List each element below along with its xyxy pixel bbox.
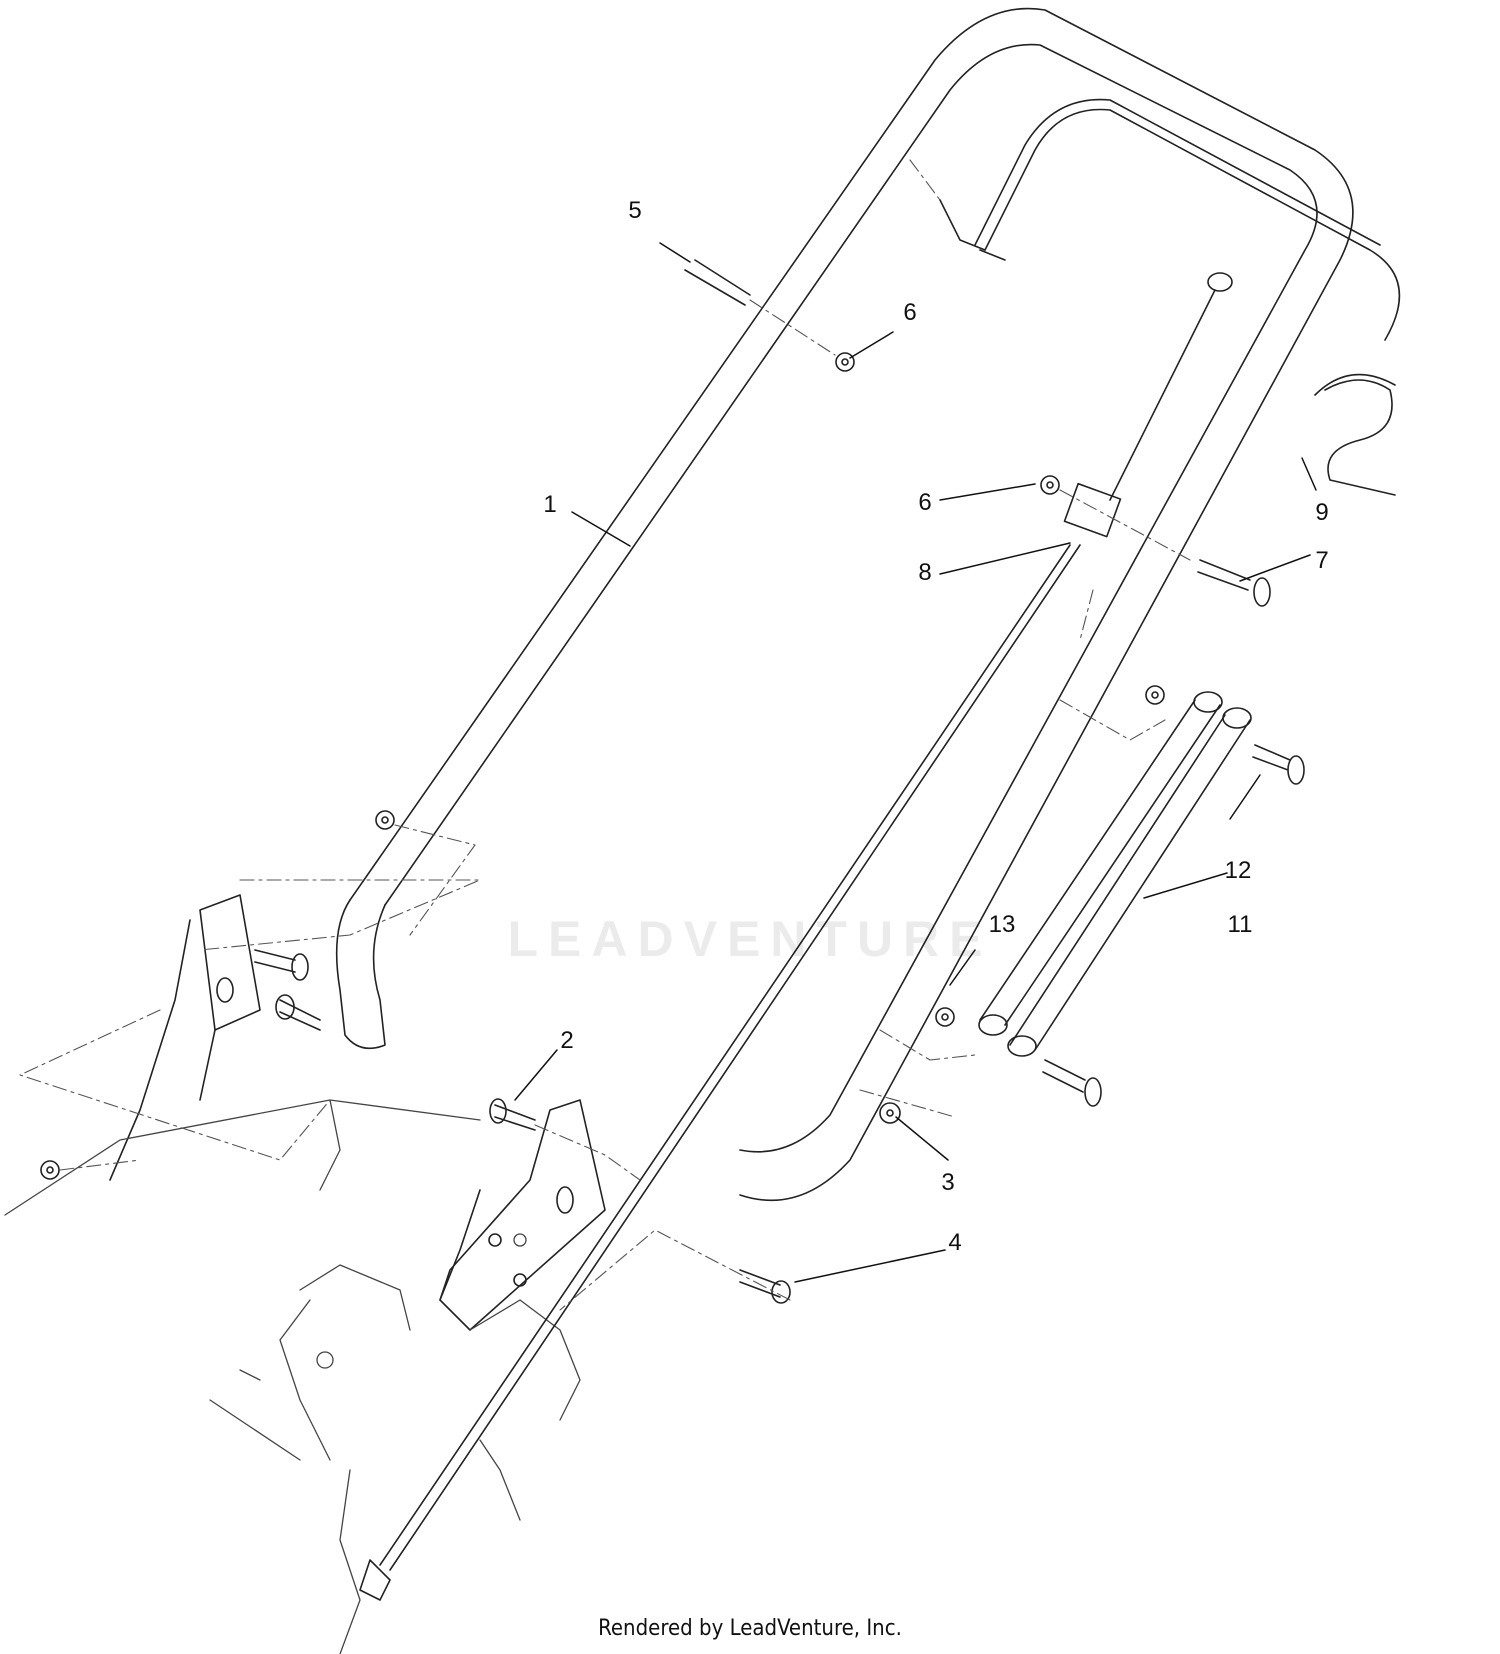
callout-2: 2	[560, 1027, 573, 1054]
nuts	[40, 352, 1165, 1180]
callout-numbers: 1 2 3 4 5 6 6 7 8 9 11 12 13	[543, 197, 1328, 1256]
assembly-lines	[19, 159, 1191, 1311]
leader-lines	[514, 242, 1317, 1283]
upper-handle	[335, 7, 1354, 1202]
callout-7: 7	[1315, 547, 1328, 574]
callout-8: 8	[918, 559, 931, 586]
control-cable	[359, 272, 1233, 1601]
bolts	[254, 259, 1305, 1304]
callout-12: 12	[1225, 857, 1252, 884]
support-links	[978, 691, 1252, 1057]
callout-3: 3	[941, 1169, 954, 1196]
callout-1: 1	[543, 491, 556, 518]
render-credit: Rendered by LeadVenture, Inc.	[598, 1616, 902, 1641]
watermark: LEADVENTURE	[507, 911, 993, 967]
callout-9: 9	[1315, 499, 1328, 526]
callout-4: 4	[948, 1229, 961, 1256]
callout-5: 5	[628, 197, 641, 224]
callout-13: 13	[989, 911, 1016, 938]
callout-6-middle: 6	[918, 489, 931, 516]
right-mount-plate	[439, 1099, 606, 1331]
lower-left-mount	[109, 894, 261, 1181]
callout-11: 11	[1228, 911, 1253, 938]
bail-rod	[939, 98, 1401, 496]
mower-deck	[4, 1099, 581, 1654]
callout-6-upper: 6	[903, 299, 916, 326]
